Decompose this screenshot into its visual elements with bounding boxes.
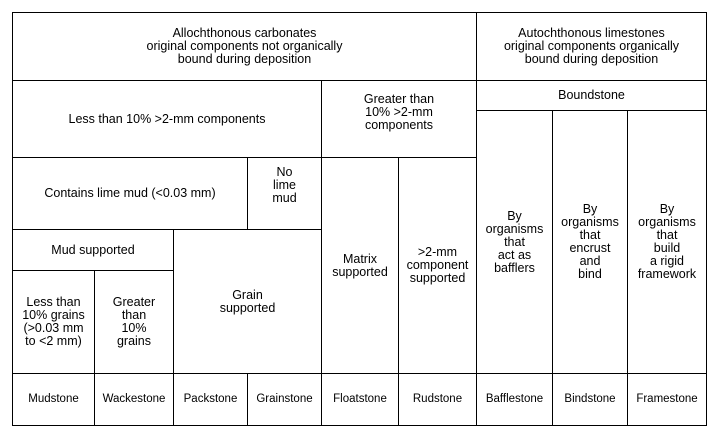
bafflers-description: By organisms that act as bafflers xyxy=(476,110,553,374)
name-wackestone: Wackestone xyxy=(94,373,174,426)
allochthonous-header: Allochthonous carbonates original compon… xyxy=(12,12,477,81)
grain-supported: Grain supported xyxy=(173,229,322,374)
name-rudstone: Rudstone xyxy=(398,373,477,426)
contains-lime-mud: Contains lime mud (<0.03 mm) xyxy=(12,157,248,230)
rigid-framework-description: By organisms that build a rigid framewor… xyxy=(627,110,707,374)
mud-supported: Mud supported xyxy=(12,229,174,271)
greater-than-10-components: Greater than 10% >2-mm components xyxy=(321,80,477,158)
matrix-supported: Matrix supported xyxy=(321,157,399,374)
less-than-10-components: Less than 10% >2-mm components xyxy=(12,80,322,158)
name-framestone: Framestone xyxy=(627,373,707,426)
boundstone-header: Boundstone xyxy=(476,80,707,111)
less-than-10-grains: Less than 10% grains (>0.03 mm to <2 mm) xyxy=(12,270,95,374)
name-packstone: Packstone xyxy=(173,373,248,426)
autochthonous-header: Autochthonous limestones original compon… xyxy=(476,12,707,81)
name-bafflestone: Bafflestone xyxy=(476,373,553,426)
greater-than-10-grains: Greater than 10% grains xyxy=(94,270,174,374)
name-mudstone: Mudstone xyxy=(12,373,95,426)
name-floatstone: Floatstone xyxy=(321,373,399,426)
encrust-bind-description: By organisms that encrust and bind xyxy=(552,110,628,374)
name-grainstone: Grainstone xyxy=(247,373,322,426)
no-lime-mud: No lime mud xyxy=(247,157,322,230)
component-supported: >2-mm component supported xyxy=(398,157,477,374)
name-bindstone: Bindstone xyxy=(552,373,628,426)
